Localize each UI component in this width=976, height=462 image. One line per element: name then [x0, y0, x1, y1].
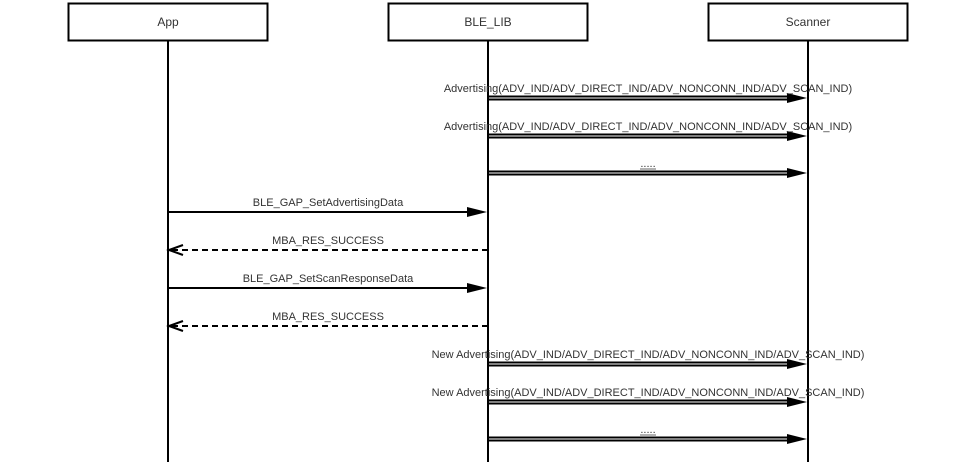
participant-label-scanner: Scanner	[786, 15, 831, 29]
open-arrowhead-icon	[166, 320, 184, 332]
message-label: BLE_GAP_SetScanResponseData	[243, 273, 414, 285]
message-label: Advertising(ADV_IND/ADV_DIRECT_IND/ADV_N…	[444, 83, 852, 95]
participant-ble: BLE_LIB	[387, 2, 589, 462]
message-3: .....	[488, 158, 807, 178]
arrowhead-icon	[787, 131, 807, 141]
arrowhead-icon	[467, 207, 487, 217]
message-label: MBA_RES_SUCCESS	[272, 235, 384, 247]
message-label: MBA_RES_SUCCESS	[272, 311, 384, 323]
arrowhead-icon	[787, 93, 807, 103]
message-7: MBA_RES_SUCCESS	[166, 311, 488, 332]
message-label: BLE_GAP_SetAdvertisingData	[253, 197, 404, 209]
participant-scanner: Scanner	[707, 2, 909, 462]
message-label: .....	[640, 158, 655, 170]
participant-label-app: App	[157, 15, 179, 29]
participant-box-scanner	[707, 2, 909, 42]
message-label: Advertising(ADV_IND/ADV_DIRECT_IND/ADV_N…	[444, 121, 852, 133]
message-10: .....	[488, 424, 807, 444]
arrowhead-icon	[787, 359, 807, 369]
message-label: New Advertising(ADV_IND/ADV_DIRECT_IND/A…	[432, 387, 865, 399]
arrowhead-icon	[467, 283, 487, 293]
message-label: New Advertising(ADV_IND/ADV_DIRECT_IND/A…	[432, 349, 865, 361]
participant-box-app	[67, 2, 269, 42]
arrowhead-icon	[787, 168, 807, 178]
arrowhead-icon	[787, 397, 807, 407]
message-6: BLE_GAP_SetScanResponseData	[168, 273, 487, 293]
message-4: BLE_GAP_SetAdvertisingData	[168, 197, 487, 217]
participant-app: App	[67, 2, 269, 462]
message-1: Advertising(ADV_IND/ADV_DIRECT_IND/ADV_N…	[444, 83, 852, 103]
participant-label-ble: BLE_LIB	[464, 15, 511, 29]
message-9: New Advertising(ADV_IND/ADV_DIRECT_IND/A…	[432, 387, 865, 407]
open-arrowhead-icon	[166, 244, 184, 256]
message-5: MBA_RES_SUCCESS	[166, 235, 488, 256]
message-label: .....	[640, 424, 655, 436]
arrowhead-icon	[787, 434, 807, 444]
message-2: Advertising(ADV_IND/ADV_DIRECT_IND/ADV_N…	[444, 121, 852, 141]
participant-box-ble	[387, 2, 589, 42]
message-8: New Advertising(ADV_IND/ADV_DIRECT_IND/A…	[432, 349, 865, 369]
